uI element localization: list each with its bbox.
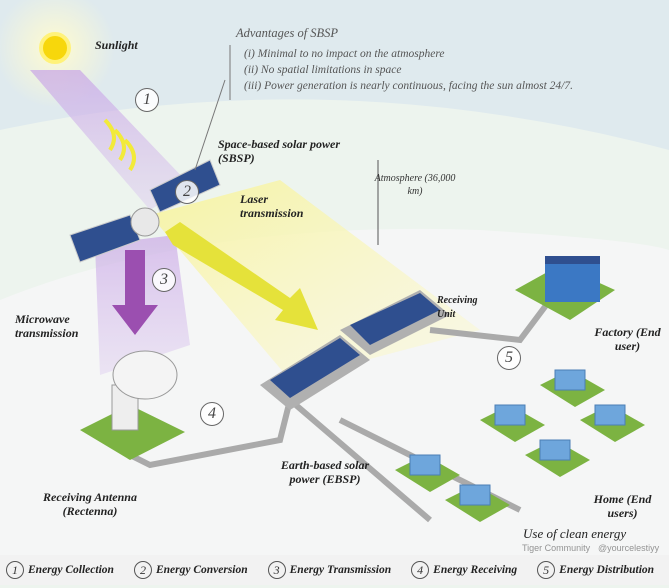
power-cables <box>118 298 553 523</box>
sunlight-label: Sunlight <box>95 38 138 52</box>
legend-label: Energy Collection <box>28 564 114 576</box>
sunlight-waves-icon <box>103 118 136 172</box>
step-2-marker: 2 <box>175 180 199 204</box>
step-1-marker: 1 <box>135 88 159 112</box>
legend-item-collection: 1 Energy Collection <box>6 561 114 579</box>
legend-num: 2 <box>133 561 152 579</box>
sbsp-label: Space-based solar power (SBSP) <box>218 137 340 165</box>
clean-energy-label: Use of clean energy <box>523 526 627 541</box>
rectenna-icon <box>80 350 185 460</box>
legend-label: Energy Receiving <box>433 564 518 576</box>
legend-label: Energy Conversion <box>155 564 248 576</box>
sun-icon <box>39 32 71 64</box>
laser-arrow <box>165 222 318 330</box>
step-5-marker: 5 <box>497 346 521 370</box>
sunlight-beam <box>30 70 190 210</box>
factory-label: Factory (End user) <box>594 325 661 353</box>
house-bodies <box>409 369 626 506</box>
legend-num: 3 <box>267 561 286 579</box>
legend-num: 5 <box>537 561 556 579</box>
advantage-3: (iii) Power generation is nearly continu… <box>244 80 573 92</box>
step-3-marker: 3 <box>152 268 176 292</box>
factory-icon <box>515 256 615 320</box>
atmosphere-label: Atmosphere (36,000 km) <box>374 173 456 197</box>
ebsp-panels-icon <box>260 290 450 410</box>
microwave-arrow <box>112 250 158 335</box>
legend-num: 1 <box>6 561 24 579</box>
home-label: Home (End users) <box>593 492 652 520</box>
advantage-2: (ii) No spatial limitations in space <box>244 64 402 76</box>
rectenna-label: Receiving Antenna (Rectenna) <box>43 490 137 518</box>
legend-num: 4 <box>411 561 430 579</box>
advantage-1: (i) Minimal to no impact on the atmosphe… <box>244 48 445 60</box>
receiving-unit-label: Receiving Unit <box>437 295 478 320</box>
laser-label: Laser transmission <box>240 192 304 220</box>
watermark-name: Tiger Community <box>522 543 591 553</box>
legend-label: Energy Distribution <box>559 564 655 576</box>
microwave-label: Microwave transmission <box>15 312 79 340</box>
ebsp-label: Earth-based solar power (EBSP) <box>280 458 370 486</box>
advantages-title: Advantages of SBSP <box>236 26 339 40</box>
watermark-handle: @yourcelestiyy <box>598 543 660 553</box>
legend-label: Energy Transmission <box>289 564 392 576</box>
step-4-marker: 4 <box>200 402 224 426</box>
